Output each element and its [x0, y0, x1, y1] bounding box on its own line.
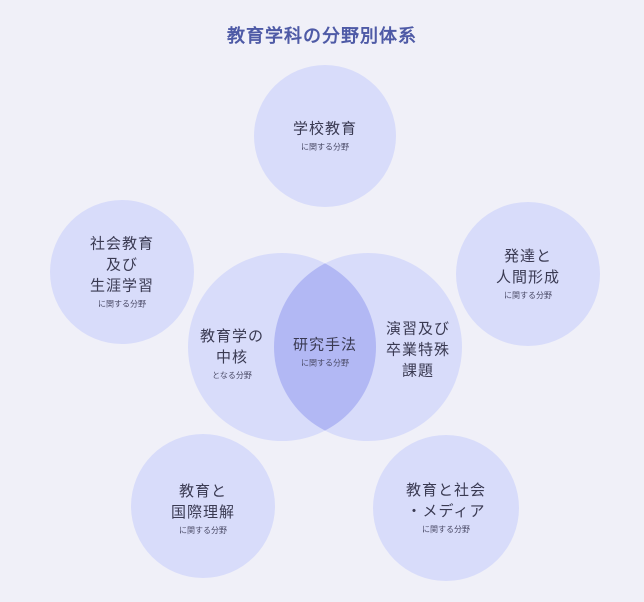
- node-label-line: 人間形成: [495, 268, 561, 286]
- node-label-line: 教育学の: [199, 327, 265, 345]
- node-label-line: 国際理解: [170, 503, 236, 521]
- node-label-line: 研究手法: [292, 335, 358, 354]
- circle-school: [254, 65, 396, 207]
- node-label-line: 演習及び: [385, 319, 451, 338]
- node-label-line: 学校教育: [292, 119, 358, 138]
- node-label-line: 卒業特殊: [385, 340, 451, 359]
- circle-media: [373, 435, 519, 581]
- node-media: 教育と社会・メディアに関する分野: [406, 480, 486, 536]
- circle-overlap-research: [274, 253, 376, 441]
- node-label-line: 教育と社会: [405, 481, 487, 499]
- circle-social-education: [50, 200, 194, 344]
- node-sublabel: に関する分野: [178, 526, 227, 535]
- node-core: 教育学の中核となる分野: [200, 326, 264, 382]
- node-sublabel: に関する分野: [300, 142, 349, 152]
- node-sublabel: に関する分野: [421, 525, 470, 534]
- node-label-line: 生涯学習: [89, 276, 155, 295]
- node-international: 教育と国際理解に関する分野: [171, 481, 235, 537]
- node-research: 研究手法に関する分野: [293, 335, 357, 370]
- node-sublabel: となる分野: [212, 371, 252, 380]
- node-label-line: 発達と: [503, 247, 553, 265]
- circle-development: [456, 202, 600, 346]
- diagram-title: 教育学科の分野別体系: [227, 26, 417, 47]
- node-sublabel: に関する分野: [300, 358, 349, 368]
- node-label-line: 及び: [105, 255, 139, 274]
- node-development: 発達と人間形成に関する分野: [496, 246, 560, 302]
- node-label-line: ・メディア: [406, 502, 486, 520]
- node-social-education: 社会教育及び生涯学習に関する分野: [90, 234, 154, 311]
- node-sublabel: に関する分野: [97, 299, 146, 309]
- circle-international: [131, 434, 275, 578]
- node-school: 学校教育に関する分野: [293, 119, 357, 154]
- node-label-line: 中核: [215, 348, 249, 366]
- node-label-line: 社会教育: [89, 234, 155, 253]
- node-sublabel: に関する分野: [503, 291, 552, 300]
- node-label-line: 課題: [401, 361, 435, 380]
- node-label-line: 教育と: [178, 482, 228, 500]
- node-seminar: 演習及び卒業特殊課題: [386, 319, 450, 382]
